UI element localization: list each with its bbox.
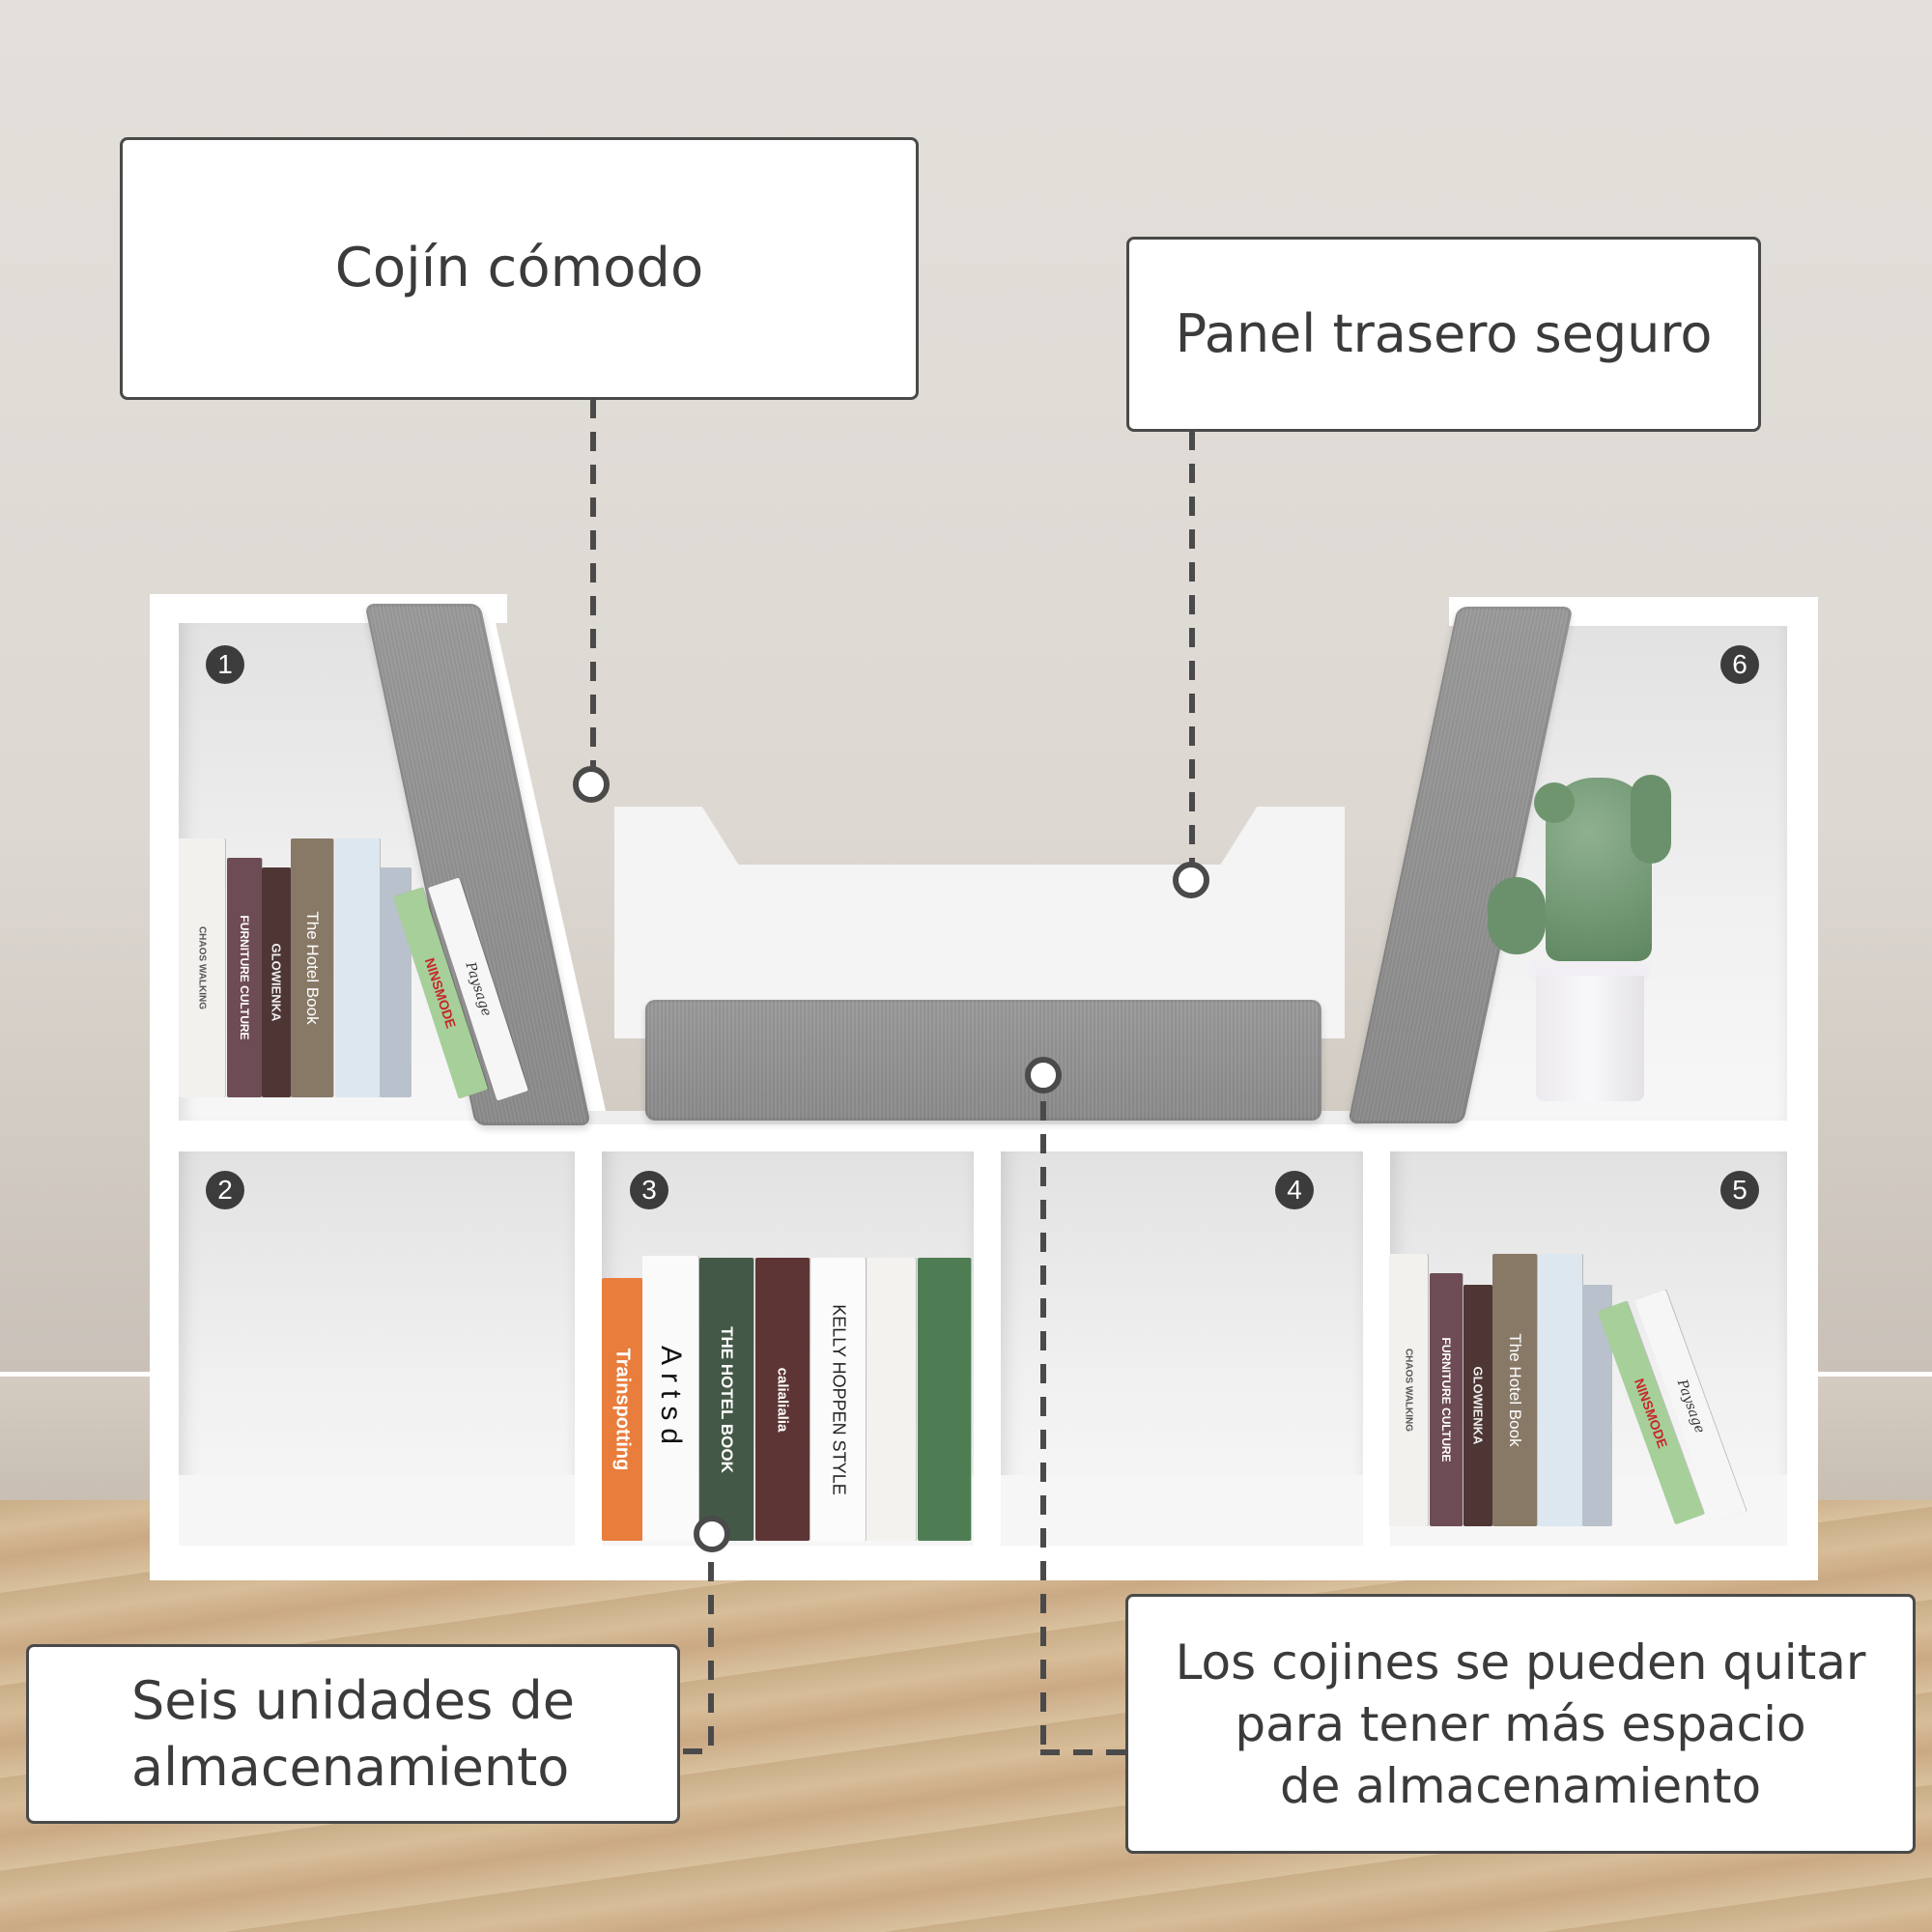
leader-line-back-panel xyxy=(1189,431,1195,864)
compartment-badge-5: 5 xyxy=(1720,1171,1759,1209)
leader-line-six-units xyxy=(708,1562,714,1754)
book: The Hotel Book xyxy=(291,838,333,1097)
bookcase-middle-shelf xyxy=(150,1121,1818,1151)
book: THE HOTEL BOOK xyxy=(699,1258,753,1541)
callout-six-units-text: Seis unidades de almacenamiento xyxy=(131,1669,575,1798)
leader-line-removable-cushions-h xyxy=(1040,1749,1127,1755)
callout-cushion-text: Cojín cómodo xyxy=(334,237,704,300)
compartment-badge-1: 1 xyxy=(206,645,244,684)
leader-line-six-units-h xyxy=(683,1748,714,1754)
book: The Hotel Book xyxy=(1492,1254,1537,1526)
divider xyxy=(1363,1151,1390,1548)
callout-back-panel: Panel trasero seguro xyxy=(1126,237,1761,432)
divider xyxy=(575,1151,602,1548)
book xyxy=(867,1258,916,1541)
book: CHAOS WALKING xyxy=(1389,1254,1428,1526)
book: KELLY HOPPEN STYLE xyxy=(811,1258,866,1541)
callout-removable-cushions: Los cojines se pueden quitar para tener … xyxy=(1125,1594,1916,1854)
book: calialialia xyxy=(755,1258,810,1541)
bookcase-right-side xyxy=(1787,623,1818,1575)
leader-line-cushion xyxy=(590,399,596,781)
book xyxy=(1538,1254,1582,1526)
callout-back-panel-text: Panel trasero seguro xyxy=(1175,303,1713,365)
bookcase-left-side xyxy=(150,609,179,1575)
compartment-badge-4: 4 xyxy=(1275,1171,1314,1209)
compartment-2 xyxy=(179,1151,575,1546)
book: Trainspotting xyxy=(602,1278,642,1541)
book: FURNITURE CULTURE xyxy=(227,858,262,1097)
callout-six-units: Seis unidades de almacenamiento xyxy=(26,1644,680,1824)
compartment-badge-6: 6 xyxy=(1720,645,1759,684)
book xyxy=(918,1258,971,1541)
anchor-dot-six-units xyxy=(694,1516,730,1552)
book: Artsd xyxy=(642,1256,698,1541)
compartment-badge-3: 3 xyxy=(630,1171,668,1209)
book xyxy=(335,838,380,1097)
book: FURNITURE CULTURE xyxy=(1430,1273,1463,1526)
seat-cushion xyxy=(645,1000,1321,1121)
callout-cushion: Cojín cómodo xyxy=(120,137,919,400)
bookcase-base xyxy=(150,1546,1818,1580)
compartment-4 xyxy=(1001,1151,1363,1546)
book: GLOWIENKA xyxy=(262,867,291,1097)
anchor-dot-back-panel xyxy=(1173,862,1209,898)
divider xyxy=(974,1151,1001,1548)
book: GLOWIENKA xyxy=(1463,1285,1492,1526)
callout-removable-cushions-text: Los cojines se pueden quitar para tener … xyxy=(1175,1634,1866,1814)
anchor-dot-removable-cushions xyxy=(1025,1057,1062,1094)
book: CHAOS WALKING xyxy=(179,838,225,1097)
anchor-dot-cushion xyxy=(573,766,610,803)
compartment-badge-2: 2 xyxy=(206,1171,244,1209)
leader-line-removable-cushions xyxy=(1040,1101,1046,1754)
